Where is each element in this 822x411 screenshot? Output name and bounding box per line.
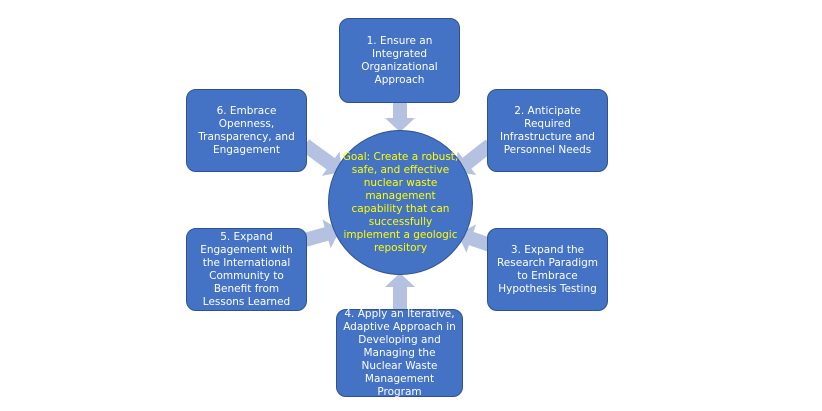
arrow-2-icon xyxy=(385,273,415,312)
step-2-box: 2. Anticipate Required Infrastructure an… xyxy=(487,89,608,172)
arrow-1-icon xyxy=(385,100,415,132)
goal-circle: Goal: Create a robust, safe, and effecti… xyxy=(328,130,473,275)
arrow-5-icon xyxy=(303,219,340,249)
step-3-box: 3. Expand the Research Paradigm to Embra… xyxy=(487,228,608,311)
step-5-box: 5. Expand Engagement with the Internatio… xyxy=(186,228,307,311)
step-4-box: 4. Apply an Iterative, Adaptive Approach… xyxy=(336,308,463,398)
arrow-4-icon xyxy=(456,139,495,176)
step-1-box: 1. Ensure an Integrated Organizational A… xyxy=(339,18,460,103)
step-6-box: 6. Embrace Openness, Transparency, and E… xyxy=(186,89,307,172)
arrow-3-icon xyxy=(300,139,342,176)
